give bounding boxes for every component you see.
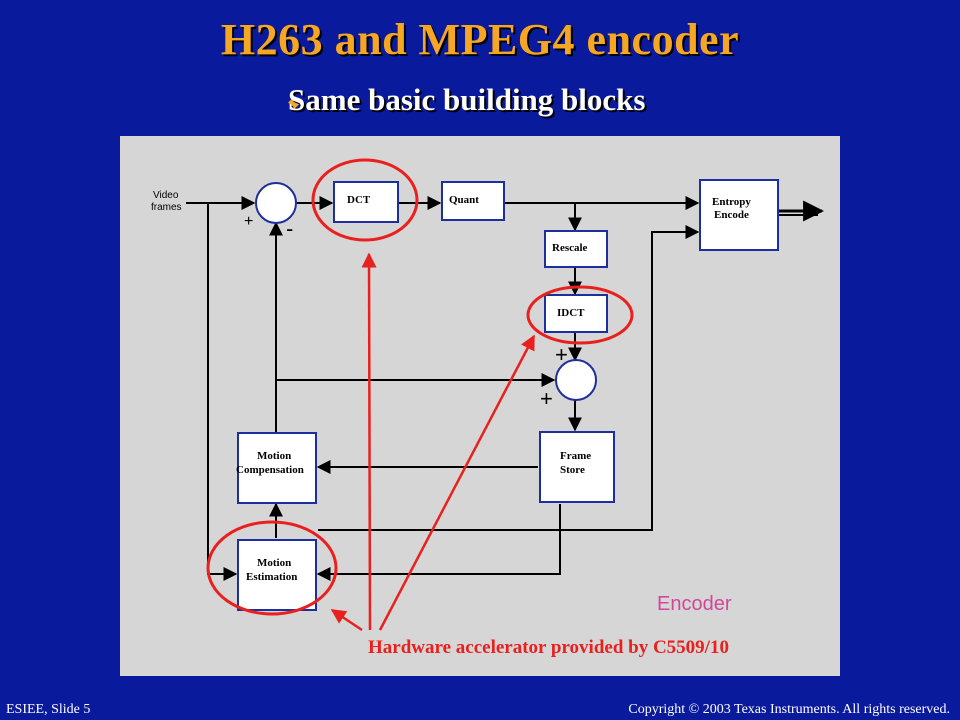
summation-node-2 bbox=[555, 359, 597, 401]
quant-label: Quant bbox=[449, 194, 479, 206]
encoder-label: Encoder bbox=[657, 593, 732, 615]
motion-est-label-1: Motion bbox=[257, 557, 291, 569]
motion-compensation-block: Motion Compensation bbox=[236, 432, 317, 504]
idct-highlight-ellipse bbox=[526, 285, 634, 345]
entropy-label-2: Encode bbox=[714, 209, 749, 221]
footer-slide-number: ESIEE, Slide 5 bbox=[6, 702, 91, 717]
frame-store-block: Frame Store bbox=[539, 431, 615, 503]
footer-copyright: Copyright © 2003 Texas Instruments. All … bbox=[628, 702, 950, 717]
sum1-plus-sign: + bbox=[244, 213, 253, 230]
summation-node-1 bbox=[255, 182, 297, 224]
signal-lines bbox=[186, 196, 825, 581]
idct-label: IDCT bbox=[557, 307, 585, 319]
entropy-label-1: Entropy bbox=[712, 196, 751, 208]
sum2-plus-left-sign: + bbox=[540, 386, 553, 411]
video-frames-label-1: Video bbox=[153, 190, 179, 201]
motion-est-highlight-ellipse bbox=[206, 520, 338, 616]
frame-store-label-2: Store bbox=[560, 464, 585, 476]
highlight-arrows bbox=[330, 252, 536, 632]
quant-block: Quant bbox=[441, 181, 505, 221]
motion-comp-label-2: Compensation bbox=[236, 464, 304, 476]
dct-label: DCT bbox=[347, 194, 371, 206]
motion-estimation-block: Motion Estimation bbox=[237, 539, 317, 611]
idct-block: IDCT bbox=[544, 294, 608, 333]
hardware-accelerator-annotation: Hardware accelerator provided by C5509/1… bbox=[368, 637, 729, 658]
dct-block: DCT bbox=[333, 181, 399, 223]
sum1-minus-sign: - bbox=[286, 216, 293, 241]
video-frames-label-2: frames bbox=[151, 202, 182, 213]
dct-highlight-ellipse bbox=[311, 158, 419, 242]
sum2-plus-top-sign: + bbox=[555, 342, 568, 367]
rescale-label: Rescale bbox=[552, 242, 588, 254]
highlight-ellipses bbox=[206, 158, 634, 616]
slide-title: H263 and MPEG4 encoder bbox=[220, 15, 740, 64]
entropy-encode-block: Entropy Encode bbox=[699, 179, 779, 251]
frame-store-label-1: Frame bbox=[560, 450, 591, 462]
rescale-block: Rescale bbox=[544, 230, 608, 268]
slide-subtitle: Same basic building blocks bbox=[288, 82, 646, 117]
motion-est-label-2: Estimation bbox=[246, 571, 297, 583]
motion-comp-label-1: Motion bbox=[257, 450, 291, 462]
